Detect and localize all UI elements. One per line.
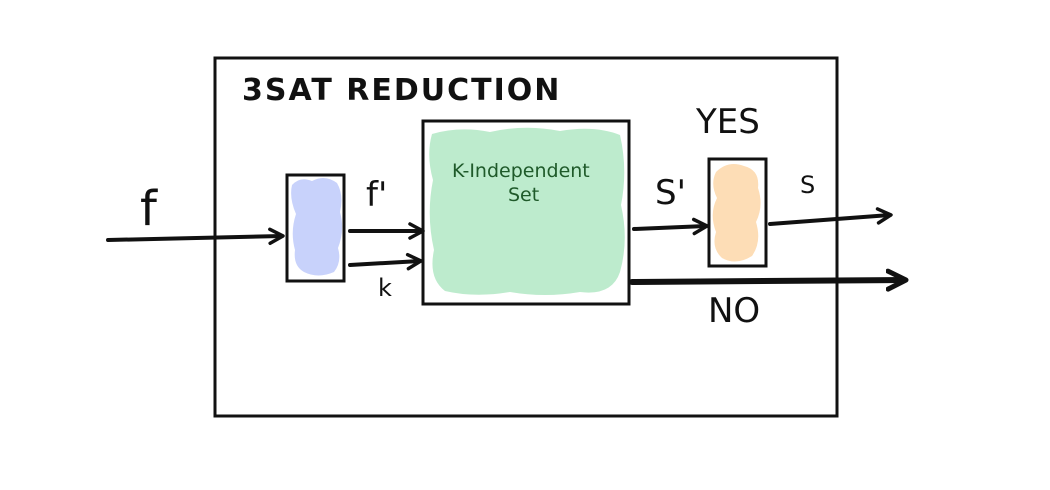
input-label: f <box>140 181 158 237</box>
diagram-title: 3SAT REDUCTION <box>242 73 561 108</box>
solver-box <box>421 119 631 306</box>
transform-fill <box>291 177 343 276</box>
post-box <box>707 157 768 268</box>
solver-output-label: S' <box>655 173 686 213</box>
input-arrow <box>106 227 285 246</box>
no-label: NO <box>708 291 760 331</box>
final-output-arrow <box>768 207 893 226</box>
post-fill <box>712 164 761 262</box>
solver-label-line1: K-Independent <box>452 160 590 182</box>
solver-fill <box>429 127 625 295</box>
k-label: k <box>378 274 392 302</box>
no-arrow <box>629 280 904 282</box>
solver-output-arrow <box>632 217 709 236</box>
transform-box <box>285 173 346 283</box>
yes-label: YES <box>695 102 760 142</box>
transformed-label: f' <box>366 175 387 215</box>
final-output-label: S <box>800 171 815 199</box>
k-arrow <box>348 252 423 271</box>
solver-label-line2: Set <box>508 184 539 206</box>
